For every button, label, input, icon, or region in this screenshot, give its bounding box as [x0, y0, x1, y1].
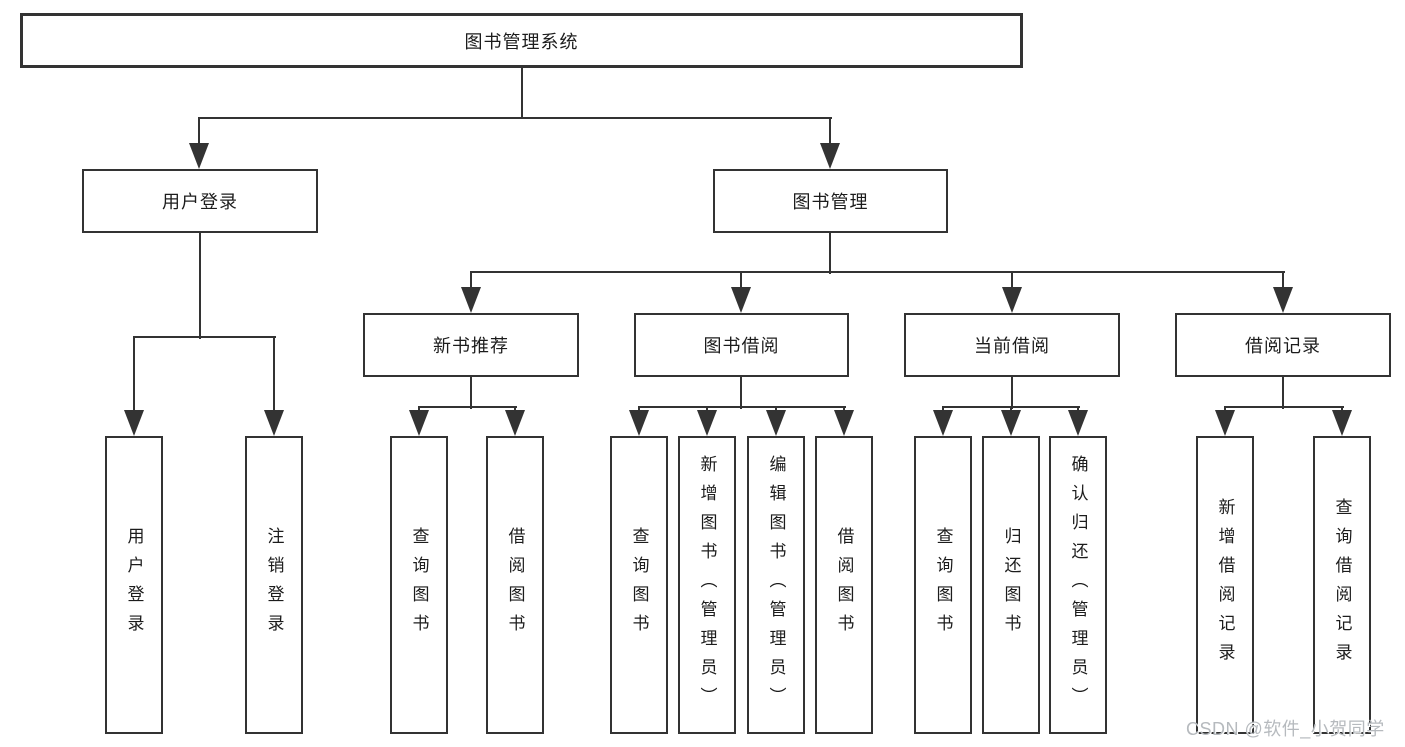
- csdn-watermark: CSDN @软件_小贺同学: [1186, 719, 1385, 739]
- arrowhead-leaf-add-book: [697, 410, 717, 436]
- arrow-shaft-leaf-logout: [272, 337, 276, 415]
- arrowhead-book-borrow: [731, 287, 751, 313]
- connector-borrow-records-children: [1223, 405, 1344, 409]
- arrowhead-leaf-confirm-return: [1068, 410, 1088, 436]
- connector-current-borrow-stub: [1010, 375, 1014, 409]
- node-root-label: 图书管理系统: [464, 31, 579, 52]
- leaf-query-books-1: 查询图书: [390, 436, 448, 734]
- leaf-user-login-label: 用户登录: [124, 527, 144, 643]
- arrowhead-leaf-query-books-2: [629, 410, 649, 436]
- leaf-add-book-admin-label: 新增图书（管理员）: [697, 454, 717, 716]
- leaf-return-books: 归还图书: [982, 436, 1040, 734]
- leaf-query-borrow-record-label: 查询借阅记录: [1332, 498, 1352, 672]
- arrowhead-current-borrow: [1002, 287, 1022, 313]
- arrow-shaft-user-login: [197, 118, 201, 148]
- arrowhead-leaf-borrow-books-1: [505, 410, 525, 436]
- arrowhead-new-book-recommend: [461, 287, 481, 313]
- leaf-borrow-books-1-label: 借阅图书: [505, 527, 525, 643]
- node-book-borrow-label: 图书借阅: [703, 336, 780, 356]
- connector-book-borrow-children: [637, 405, 846, 409]
- connector-root-stub: [520, 66, 523, 119]
- arrowhead-leaf-query-borrow-record: [1332, 410, 1352, 436]
- connector-book-borrow-stub: [739, 375, 743, 409]
- leaf-logout: 注销登录: [245, 436, 303, 734]
- node-book-borrow: 图书借阅: [634, 313, 849, 377]
- arrowhead-leaf-query-books-3: [933, 410, 953, 436]
- arrow-shaft-current-borrow: [1010, 272, 1014, 292]
- arrowhead-leaf-logout: [264, 410, 284, 436]
- connector-borrow-records-stub: [1281, 375, 1285, 409]
- arrowhead-leaf-borrow-books-2: [834, 410, 854, 436]
- connector-user-login-stub: [198, 231, 202, 339]
- arrow-shaft-book-borrow: [739, 272, 743, 292]
- leaf-add-book-admin: 新增图书（管理员）: [678, 436, 736, 734]
- leaf-edit-book-admin-label: 编辑图书（管理员）: [766, 454, 786, 716]
- arrow-shaft-borrow-records: [1281, 272, 1285, 292]
- node-current-borrow-label: 当前借阅: [974, 336, 1050, 356]
- leaf-borrow-books-1: 借阅图书: [486, 436, 544, 734]
- leaf-query-books-3-label: 查询图书: [933, 527, 953, 643]
- leaf-query-books-1-label: 查询图书: [409, 527, 429, 643]
- leaf-query-books-3: 查询图书: [914, 436, 972, 734]
- leaf-confirm-return-admin-label: 确认归还（管理员）: [1068, 454, 1088, 716]
- arrowhead-user-login: [189, 143, 209, 169]
- leaf-edit-book-admin: 编辑图书（管理员）: [747, 436, 805, 734]
- node-user-login-label: 用户登录: [162, 192, 238, 212]
- node-current-borrow: 当前借阅: [904, 313, 1120, 377]
- arrowhead-borrow-records: [1273, 287, 1293, 313]
- leaf-query-books-2-label: 查询图书: [629, 527, 649, 643]
- arrowhead-leaf-return-books: [1001, 410, 1021, 436]
- connector-new-book-recommend-children: [417, 405, 517, 409]
- connector-level2: [197, 116, 832, 120]
- arrow-shaft-book-management: [828, 118, 832, 148]
- node-book-management: 图书管理: [713, 169, 948, 233]
- arrowhead-leaf-add-borrow-record: [1215, 410, 1235, 436]
- leaf-return-books-label: 归还图书: [1001, 527, 1021, 643]
- leaf-add-borrow-record-label: 新增借阅记录: [1215, 498, 1235, 672]
- connector-user-login-children: [132, 335, 276, 339]
- leaf-borrow-books-2: 借阅图书: [815, 436, 873, 734]
- node-borrow-records-label: 借阅记录: [1245, 336, 1321, 356]
- arrowhead-book-management: [820, 143, 840, 169]
- leaf-confirm-return-admin: 确认归还（管理员）: [1049, 436, 1107, 734]
- node-new-book-recommend: 新书推荐: [363, 313, 579, 377]
- leaf-add-borrow-record: 新增借阅记录: [1196, 436, 1254, 734]
- arrowhead-leaf-query-books-1: [409, 410, 429, 436]
- node-book-management-label: 图书管理: [792, 192, 869, 212]
- leaf-user-login: 用户登录: [105, 436, 163, 734]
- leaf-logout-label: 注销登录: [264, 527, 284, 643]
- arrowhead-leaf-user-login: [124, 410, 144, 436]
- arrow-shaft-leaf-user-login: [132, 337, 136, 415]
- arrowhead-leaf-edit-book: [766, 410, 786, 436]
- leaf-borrow-books-2-label: 借阅图书: [834, 527, 854, 643]
- arrow-shaft-new-book-recommend: [469, 272, 473, 292]
- leaf-query-books-2: 查询图书: [610, 436, 668, 734]
- node-borrow-records: 借阅记录: [1175, 313, 1391, 377]
- node-library-management-system: 图书管理系统: [20, 13, 1023, 68]
- connector-book-management-stub: [828, 231, 832, 274]
- node-new-book-recommend-label: 新书推荐: [433, 336, 509, 356]
- connector-level3: [469, 270, 1285, 274]
- node-user-login: 用户登录: [82, 169, 318, 233]
- leaf-query-borrow-record: 查询借阅记录: [1313, 436, 1371, 734]
- connector-new-book-recommend-stub: [469, 375, 473, 409]
